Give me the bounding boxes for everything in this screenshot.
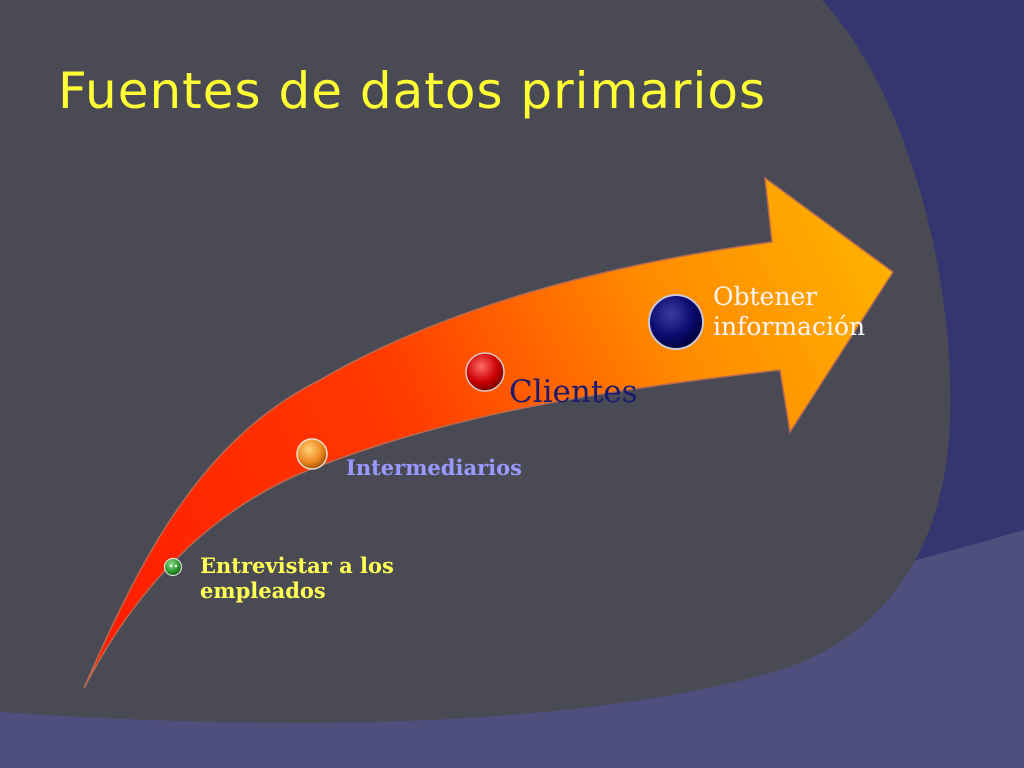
red-bullet-icon	[465, 352, 505, 392]
orange-bullet-icon	[296, 438, 328, 470]
step-label-line: empleados	[200, 578, 326, 604]
step-label-employees: Entrevistar a los empleados	[200, 553, 394, 603]
step-label-line: Intermediarios	[346, 455, 522, 480]
navy-bullet-icon	[648, 294, 704, 350]
step-label-obtain-information: Obtener información	[713, 282, 865, 342]
green-bullet-icon	[163, 557, 183, 577]
step-label-intermediaries: Intermediarios	[346, 455, 522, 480]
slide-title: Fuentes de datos primarios	[58, 62, 767, 120]
step-label-line: Clientes	[509, 374, 638, 410]
step-label-line: Entrevistar a los	[200, 553, 394, 578]
step-label-line: Obtener	[713, 282, 818, 311]
step-label-clients: Clientes	[509, 374, 638, 411]
step-label-line: información	[713, 312, 866, 341]
